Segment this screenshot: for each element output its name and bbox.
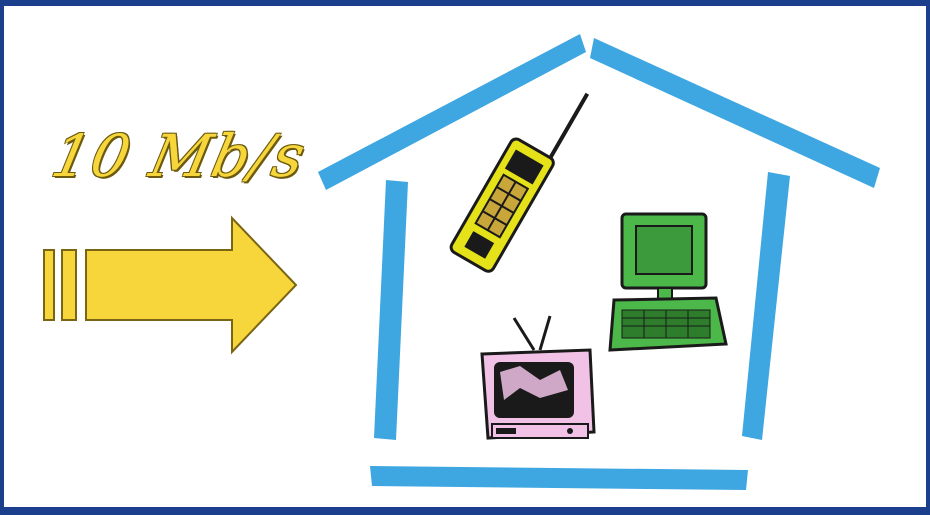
wall-left [374,180,408,440]
house-outline [318,34,880,490]
floor [370,466,748,490]
computer-icon [610,214,726,350]
arrow-icon [44,218,296,352]
television-icon [482,316,594,438]
wall-right [742,172,790,440]
roof-right [590,38,880,188]
